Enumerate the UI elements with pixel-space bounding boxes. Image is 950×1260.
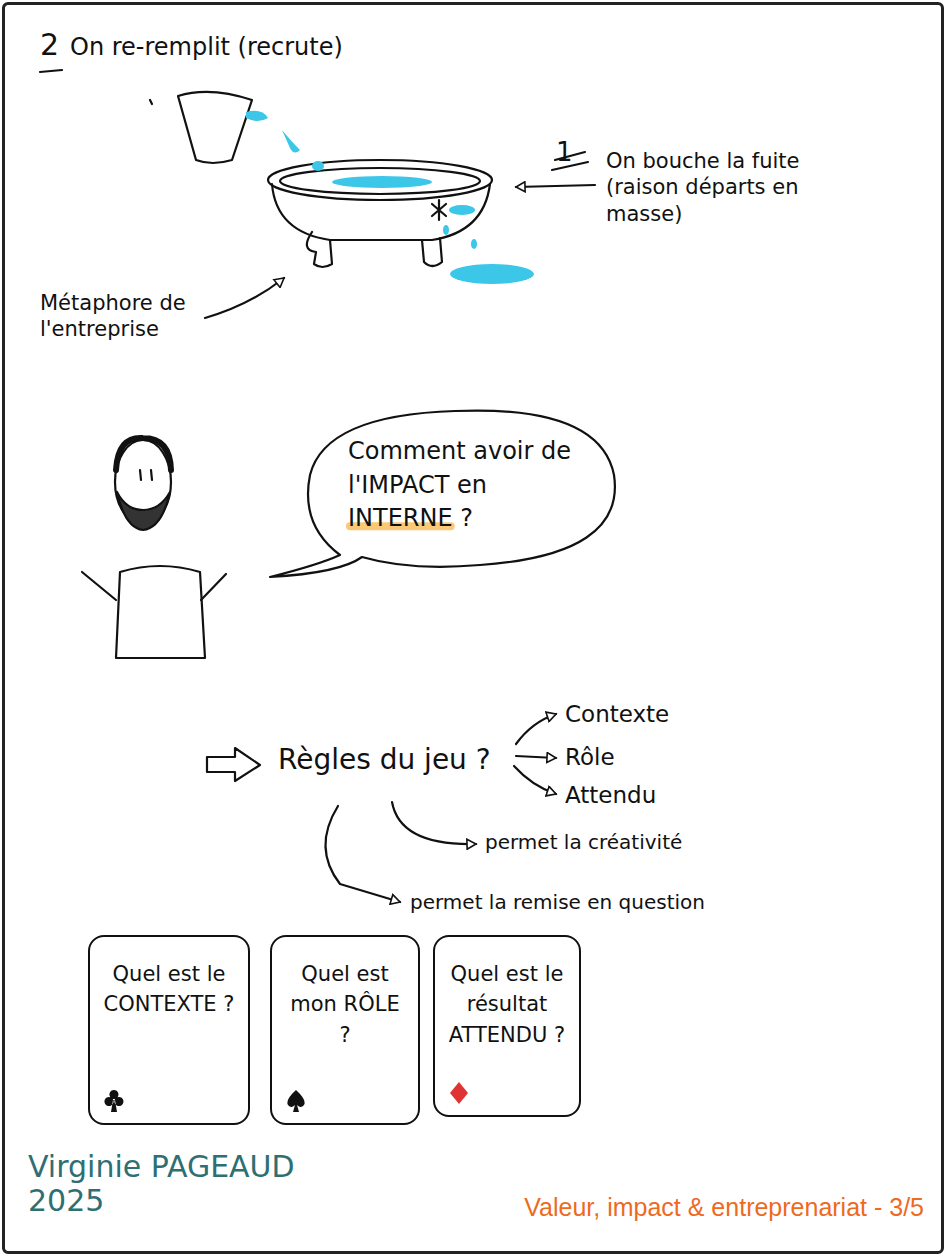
rule-item: Contexte [565, 700, 669, 729]
card-question: Quel est le CONTEXTE ? [100, 959, 238, 1020]
bubble-text: Comment avoir de l'IMPACT en INTERNE ? [348, 435, 588, 536]
callout-number: 1 [556, 136, 573, 169]
metaphor-note: Métaphore de l'entreprise [40, 290, 220, 343]
card-question: Quel est mon RÔLE ? [282, 959, 408, 1050]
benefit-note: permet la remise en question [410, 890, 705, 915]
question-card: Quel est mon RÔLE ? [270, 935, 420, 1125]
question-card: Quel est le CONTEXTE ? [88, 935, 250, 1125]
series-footer: Valeur, impact & entreprenariat - 3/5 [524, 1192, 924, 1223]
question-card: Quel est le résultat ATTENDU ? [433, 935, 581, 1117]
step-note: On bouche la fuite (raison départs en ma… [606, 148, 821, 227]
card-question: Quel est le résultat ATTENDU ? [445, 959, 569, 1050]
rules-heading: Règles du jeu ? [278, 742, 491, 777]
step-note: On re-remplit (recrute) [70, 32, 343, 62]
callout-number: 2 [40, 26, 59, 64]
card-suit [286, 1089, 306, 1113]
benefit-note: permet la créativité [485, 830, 682, 855]
card-suit [449, 1081, 469, 1105]
speech-bubble: Comment avoir de l'IMPACT en INTERNE ? [300, 405, 620, 570]
author-name: Virginie PAGEAUD [28, 1148, 295, 1186]
year: 2025 [28, 1182, 104, 1220]
rule-item: Rôle [565, 743, 615, 772]
rule-item: Attendu [565, 781, 656, 810]
card-suit [104, 1089, 124, 1113]
